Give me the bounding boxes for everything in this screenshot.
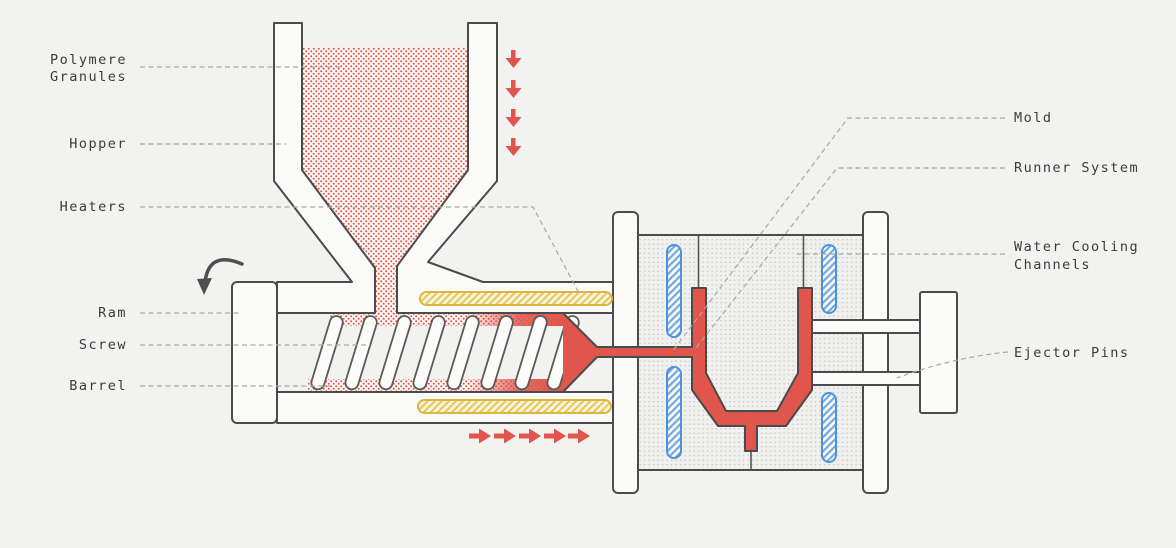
label-ram: Ram [98, 305, 127, 321]
melt-transition-top [468, 314, 563, 326]
hopper-right-wall [396, 22, 614, 314]
ejector-plate [919, 291, 958, 414]
curved-arrow-icon [203, 258, 244, 284]
leader-lines [140, 66, 1009, 387]
injection-unit [231, 22, 813, 452]
labels-left: Polymere Granules Hopper Heaters Ram Scr… [50, 52, 127, 394]
cooling-channel-icon [821, 392, 837, 463]
screw-flight [344, 315, 378, 391]
right-arrow-icon [469, 428, 491, 444]
leader-runner-system [695, 167, 1005, 349]
label-runner-system: Runner System [1014, 160, 1139, 176]
curved-arrow-head [197, 278, 212, 295]
screw-flight [310, 315, 344, 391]
labels-right: Mold Runner System Water Cooling Channel… [1014, 110, 1139, 361]
cooling-channel-icon [821, 244, 837, 314]
label-ejector-pins: Ejector Pins [1014, 345, 1130, 361]
polymer-granules-fill [300, 47, 470, 315]
label-mold: Mold [1014, 110, 1053, 126]
right-arrow-icon [494, 428, 516, 444]
label-barrel: Barrel [69, 378, 127, 394]
screw-rotation-arrow [197, 258, 244, 295]
screw [310, 315, 580, 391]
down-arrow-icon [505, 138, 522, 156]
label-hopper: Hopper [69, 136, 127, 152]
screw-flight [446, 315, 480, 391]
cooling-channel-icon [666, 366, 682, 459]
screw-flight [514, 315, 548, 391]
cooling-channel-icon [666, 244, 682, 338]
label-screw: Screw [79, 337, 127, 353]
right-arrow-icon [519, 428, 541, 444]
hopper-left-wall [273, 22, 376, 314]
label-polymere-granules-line2: Granules [50, 69, 127, 85]
screw-flight [378, 315, 412, 391]
water-cooling-channels [666, 244, 837, 463]
leader-mold [671, 117, 1005, 353]
label-polymere-granules-line1: Polymere [50, 52, 127, 68]
down-arrow-icon [505, 80, 522, 98]
right-arrow-icon [568, 428, 590, 444]
label-water-cooling-line2: Channels [1014, 257, 1091, 273]
heater-band-icon [419, 291, 613, 306]
down-arrow-icon [505, 109, 522, 127]
screw-flight [480, 315, 514, 391]
ram-block [231, 281, 278, 424]
right-arrow-icon [544, 428, 566, 444]
label-water-cooling-line1: Water Cooling [1014, 239, 1139, 255]
ejector-pin [811, 319, 921, 334]
label-heaters: Heaters [60, 199, 127, 215]
injection-flow-arrows [469, 428, 590, 444]
gravity-flow-arrows [505, 50, 522, 156]
heater-band-icon [417, 399, 612, 414]
ejector-pin [811, 371, 921, 386]
leader-ejector-pins [896, 351, 1009, 379]
down-arrow-icon [505, 50, 522, 68]
runner-system-outline [562, 287, 813, 452]
screw-flight [412, 315, 446, 391]
leader-heaters [140, 206, 581, 296]
